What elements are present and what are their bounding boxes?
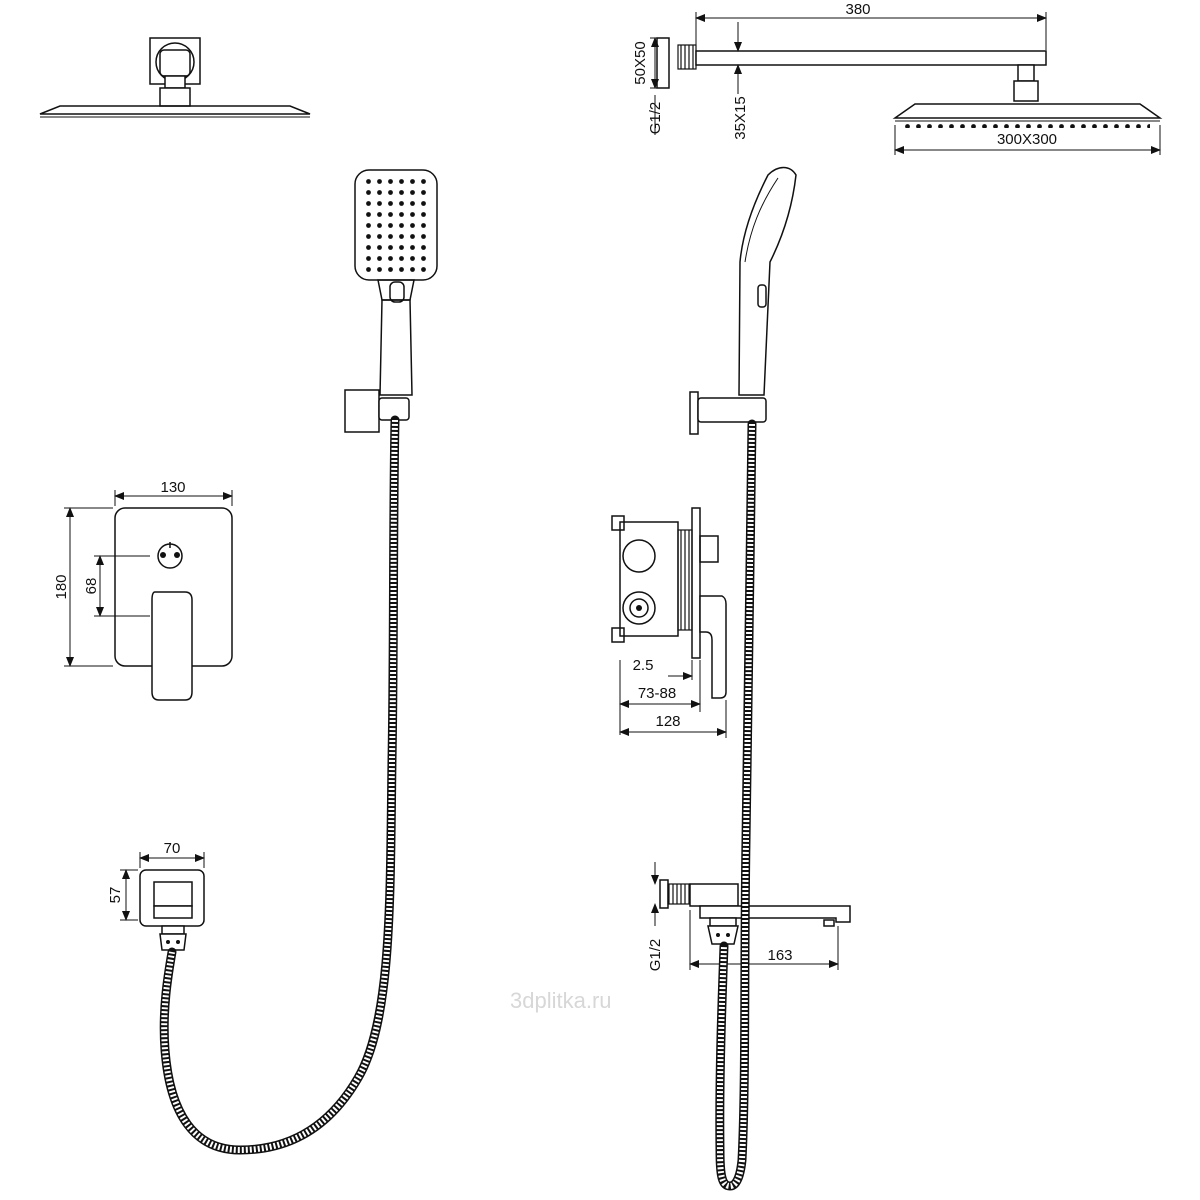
dimension-spout-length: 163 (689, 910, 839, 970)
wall-outlet-front (139, 869, 205, 951)
hose-front (159, 415, 400, 1155)
dimension-label: 130 (160, 479, 185, 496)
dimension-label: 68 (83, 578, 100, 595)
dimension-head-size: 300X300 (894, 125, 1161, 155)
dimension-label: 70 (164, 840, 181, 857)
overhead-shower-front (39, 37, 311, 124)
shower-head-nozzles (55, 118, 295, 124)
dimension-arm-flange: 35X15 (732, 22, 749, 140)
dimension-label: 2.5 (633, 657, 654, 674)
hand-shower-side (738, 166, 797, 396)
dimension-spout-thread: G1/2 (647, 862, 664, 971)
dimension-arm-section: 50X50 (632, 37, 660, 89)
mixer-plate-front (114, 507, 233, 701)
dimension-label: G1/2 (647, 939, 664, 972)
dimension-label: 300X300 (997, 131, 1057, 148)
dimension-plate-center: 68 (83, 555, 150, 617)
bath-spout-side (659, 879, 851, 945)
dimension-label: 35X15 (732, 96, 749, 139)
dimension-arm-thread: G1/2 (647, 95, 664, 135)
hose-side (715, 419, 757, 1191)
dimension-label: 380 (845, 1, 870, 18)
dimension-box-depth: 128 (619, 700, 727, 738)
dimension-label: 73-88 (638, 685, 676, 702)
dimension-label: G1/2 (647, 102, 664, 135)
hand-shower-front (354, 169, 438, 396)
dimension-depth-range: 73-88 (619, 660, 701, 712)
dimension-wall-gap: 2.5 (619, 657, 693, 735)
dimension-label: 50X50 (632, 41, 649, 84)
mixer-box-side (611, 507, 727, 699)
dimension-plate-width: 130 (114, 479, 233, 506)
dimension-label: 57 (107, 887, 124, 904)
dimension-outlet-height: 57 (107, 869, 138, 921)
watermark-text: 3dplitka.ru (510, 988, 612, 1013)
overhead-shower-side (656, 37, 1163, 128)
dimension-label: 180 (53, 574, 70, 599)
dimension-arm-length: 380 (695, 1, 1047, 50)
dimension-label: 163 (767, 947, 792, 964)
dimension-outlet-width: 70 (139, 840, 205, 868)
hand-shower-nozzles (362, 177, 430, 273)
wall-holder-front (344, 389, 410, 433)
dimension-plate-height: 180 (53, 507, 113, 667)
wall-holder-side (689, 391, 767, 435)
dimension-label: 128 (655, 713, 680, 730)
